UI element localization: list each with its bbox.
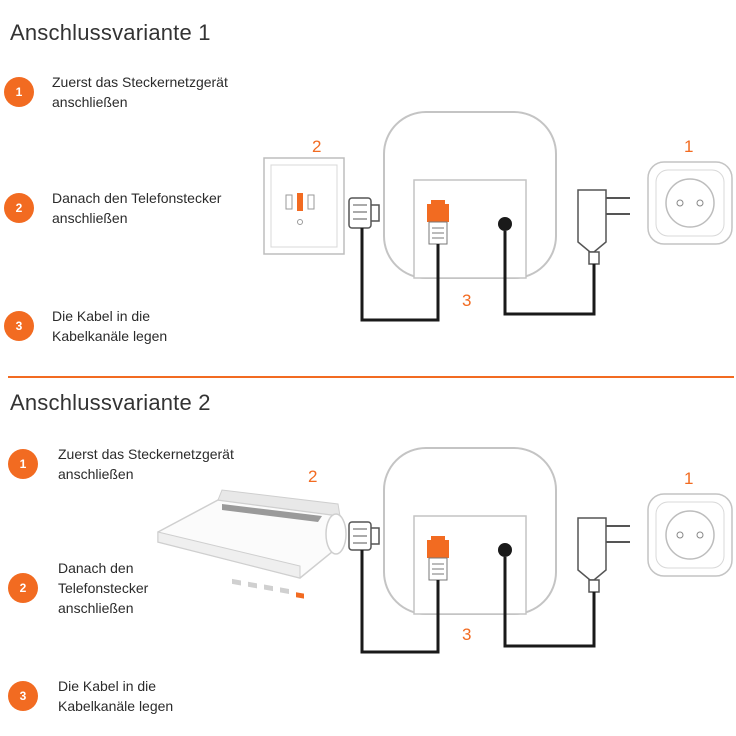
step-text: Die Kabel in die Kabelkanäle legen [58, 678, 174, 714]
step-text: Zuerst das Steckernetzgerät anschließen [58, 446, 234, 482]
power-socket [647, 493, 733, 577]
base-station [383, 111, 557, 279]
section-divider [8, 376, 734, 378]
wall-phone-socket [263, 157, 345, 255]
variant-1-step-1: 1 Zuerst das Steckernetzgerät anschließe… [0, 72, 228, 112]
power-adapter [577, 189, 630, 265]
label-wall-socket: 2 [312, 137, 321, 156]
power-adapter [577, 517, 630, 593]
label-cables: 3 [462, 625, 471, 644]
tae-plug [348, 521, 380, 551]
label-router: 2 [308, 467, 317, 486]
router [157, 489, 347, 599]
cables [360, 228, 596, 322]
label-cables: 3 [462, 291, 471, 310]
variant-1-step-2: 2 Danach den Telefonstecker anschließen [0, 188, 221, 228]
step-text: Danach den Telefonstecker anschließen [58, 560, 149, 616]
label-power-socket: 1 [684, 469, 693, 488]
variant-2-step-1: 1 Zuerst das Steckernetzgerät anschließe… [0, 444, 234, 484]
variant-1-diagram: 2 1 3 [263, 111, 733, 322]
power-socket [647, 161, 733, 245]
variant-1-title: Anschlussvariante 1 [10, 20, 211, 45]
step-number-badge: 1 [4, 77, 34, 107]
label-power-socket: 1 [684, 137, 693, 156]
variant-1-step-3: 3 Die Kabel in die Kabelkanäle legen [0, 306, 167, 346]
step-text: Danach den Telefonstecker anschließen [52, 190, 222, 226]
step-text: Zuerst das Steckernetzgerät anschließen [52, 74, 228, 110]
variant-2-step-2: 2 Danach den Telefonstecker anschließen [0, 558, 148, 618]
variant-2-step-3: 3 Die Kabel in die Kabelkanäle legen [0, 676, 173, 716]
step-number-badge: 3 [8, 681, 38, 711]
cables [360, 550, 596, 654]
variant-2-diagram: 2 1 3 [157, 447, 733, 654]
step-text: Die Kabel in die Kabelkanäle legen [52, 308, 168, 344]
variant-2-title: Anschlussvariante 2 [10, 390, 211, 415]
step-number-badge: 2 [4, 193, 34, 223]
step-number-badge: 1 [8, 449, 38, 479]
step-number-badge: 3 [4, 311, 34, 341]
step-number-badge: 2 [8, 573, 38, 603]
tae-plug [348, 197, 380, 229]
base-station [383, 447, 557, 615]
